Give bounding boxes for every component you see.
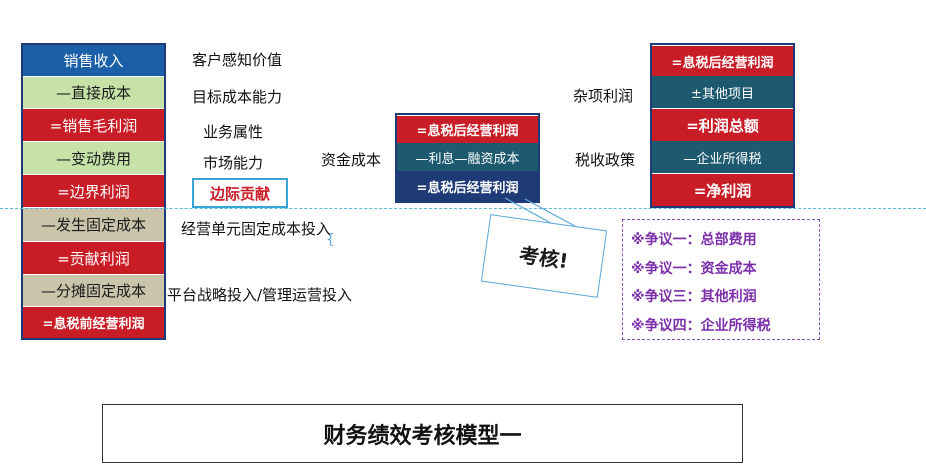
- allocated-fixed-cost: —分摊固定成本: [23, 274, 164, 306]
- direct-cost: —直接成本: [23, 76, 164, 108]
- customer-value-label: 客户感知价值: [192, 51, 283, 69]
- target-cost-label: 目标成本能力: [192, 86, 283, 107]
- middle-after-tax-profit-2: =息税后经营利润: [397, 171, 538, 201]
- dispute-item-3: ※争议三：其他利润: [631, 289, 757, 305]
- right-stack-frame: [650, 43, 795, 208]
- misc-profit-label: 杂项利润: [573, 87, 634, 105]
- sales-revenue: 销售收入: [23, 45, 164, 76]
- disputes-box: ※争议一：总部费用 ※争议一：资金成本 ※争议三：其他利润 ※争议四：企业所得税: [622, 219, 820, 340]
- right-other-items: ±其他项目: [652, 76, 793, 108]
- dispute-item-2: ※争议一：资金成本: [631, 260, 757, 277]
- contribution-profit: =贡献利润: [23, 241, 164, 274]
- middle-after-tax-profit-1: =息税后经营利润: [397, 115, 538, 143]
- incurred-fixed-cost: —发生固定成本: [23, 207, 164, 241]
- middle-interest-financing: —利息—融资成本: [397, 143, 538, 171]
- model-title: 财务绩效考核模型一: [102, 404, 743, 463]
- variable-expense: —变动费用: [23, 141, 164, 174]
- right-total-profit: =利润总额: [652, 108, 793, 141]
- platform-invest-label: 平台战略投入/管理运营投入: [167, 286, 353, 304]
- capital-cost-label: 资金成本: [321, 151, 382, 169]
- marginal-contribution-label: 边际贡献: [192, 178, 288, 208]
- right-income-tax: —企业所得税: [652, 141, 793, 173]
- left-stack-frame: [21, 43, 166, 340]
- bracket-glyph: {: [326, 232, 335, 248]
- marginal-profit: =边界利润: [23, 174, 164, 207]
- model-title-text: 财务绩效考核模型一: [323, 423, 522, 449]
- tax-policy-label: 税收政策: [575, 151, 636, 169]
- market-ability-label: 市场能力: [203, 154, 264, 172]
- unit-fixed-cost-label: 经营单元固定成本投入: [181, 220, 332, 238]
- right-after-tax-profit: =息税后经营利润: [652, 45, 793, 76]
- middle-stack-frame: [395, 113, 540, 203]
- right-net-profit: =净利润: [652, 173, 793, 206]
- dispute-item-1: ※争议一：总部费用: [631, 232, 757, 248]
- ebit-before-tax: =息税前经营利润: [23, 306, 164, 338]
- dashed-divider: [0, 208, 926, 209]
- dispute-item-4: ※争议四：企业所得税: [631, 317, 771, 334]
- assessment-callout-text: 考核!: [517, 242, 570, 273]
- business-attr-label: 业务属性: [203, 123, 264, 141]
- gross-profit: =销售毛利润: [23, 108, 164, 141]
